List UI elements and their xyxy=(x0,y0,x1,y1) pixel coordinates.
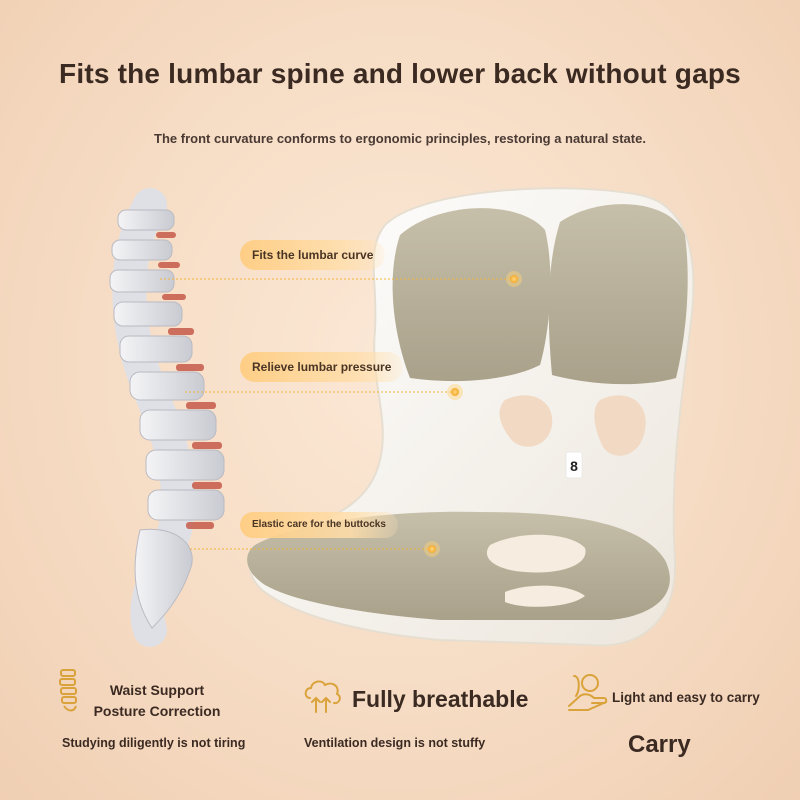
feature-carry-title: Light and easy to carry xyxy=(612,690,760,705)
spine-icon xyxy=(59,669,77,712)
callout-lumbar-curve: Fits the lumbar curve xyxy=(240,240,386,270)
feature-carry-subtitle: Carry xyxy=(628,731,691,758)
feature-waist-support-subtitle: Studying diligently is not tiring xyxy=(62,736,246,750)
feature-waist-support-title: Waist Support Posture Correction xyxy=(93,682,221,719)
brand-logo: 8 xyxy=(570,458,578,474)
callout-buttocks-care: Elastic care for the buttocks xyxy=(240,512,398,538)
airflow-icon xyxy=(304,680,341,713)
spine-illustration xyxy=(109,188,225,647)
page-subtitle: The front curvature conforms to ergonomi… xyxy=(154,131,646,146)
callout-lumbar-pressure: Relieve lumbar pressure xyxy=(240,352,404,382)
callout-leaders xyxy=(160,278,514,550)
carry-hand-icon xyxy=(568,674,608,711)
feature-breathable-subtitle: Ventilation design is not stuffy xyxy=(304,736,486,750)
page-title: Fits the lumbar spine and lower back wit… xyxy=(59,58,741,89)
callout-dots xyxy=(424,271,522,557)
feature-breathable-title: Fully breathable xyxy=(352,686,529,712)
